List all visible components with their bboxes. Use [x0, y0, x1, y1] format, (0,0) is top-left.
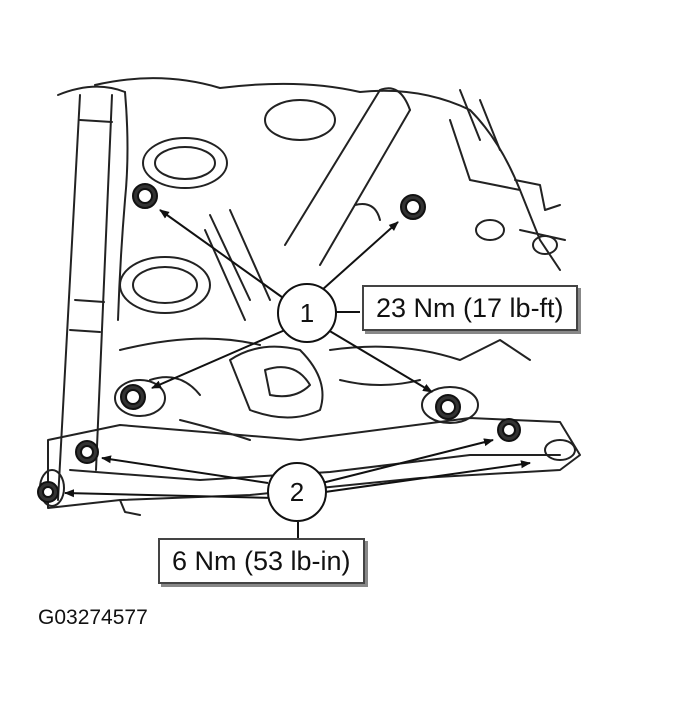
- torque-spec-2: 6 Nm (53 lb-in): [172, 546, 351, 576]
- torque-spec-box-2: 6 Nm (53 lb-in): [158, 538, 365, 584]
- torque-spec-box-1: 23 Nm (17 lb-ft): [362, 285, 578, 331]
- bolt-lower-right: [435, 394, 461, 420]
- callout-marker-1: 1: [277, 283, 337, 343]
- bolt-lower-left: [120, 384, 146, 410]
- figure-id: G03274577: [38, 606, 148, 629]
- callout-marker-2: 2: [267, 462, 327, 522]
- bolt-flange-left-upper: [75, 440, 99, 464]
- callout-1-leaders: [151, 209, 433, 393]
- torque-spec-1: 23 Nm (17 lb-ft): [376, 293, 564, 323]
- component-line-art: [39, 77, 581, 516]
- callout-2-leaders: [64, 438, 531, 538]
- callout-number-2: 2: [290, 477, 304, 507]
- bolt-upper-right: [400, 194, 426, 220]
- fasteners: [37, 183, 521, 503]
- callout-number-1: 1: [300, 298, 314, 328]
- bolt-upper-left: [132, 183, 158, 209]
- bolt-flange-left-lower: [37, 481, 59, 503]
- bolt-flange-right: [497, 418, 521, 442]
